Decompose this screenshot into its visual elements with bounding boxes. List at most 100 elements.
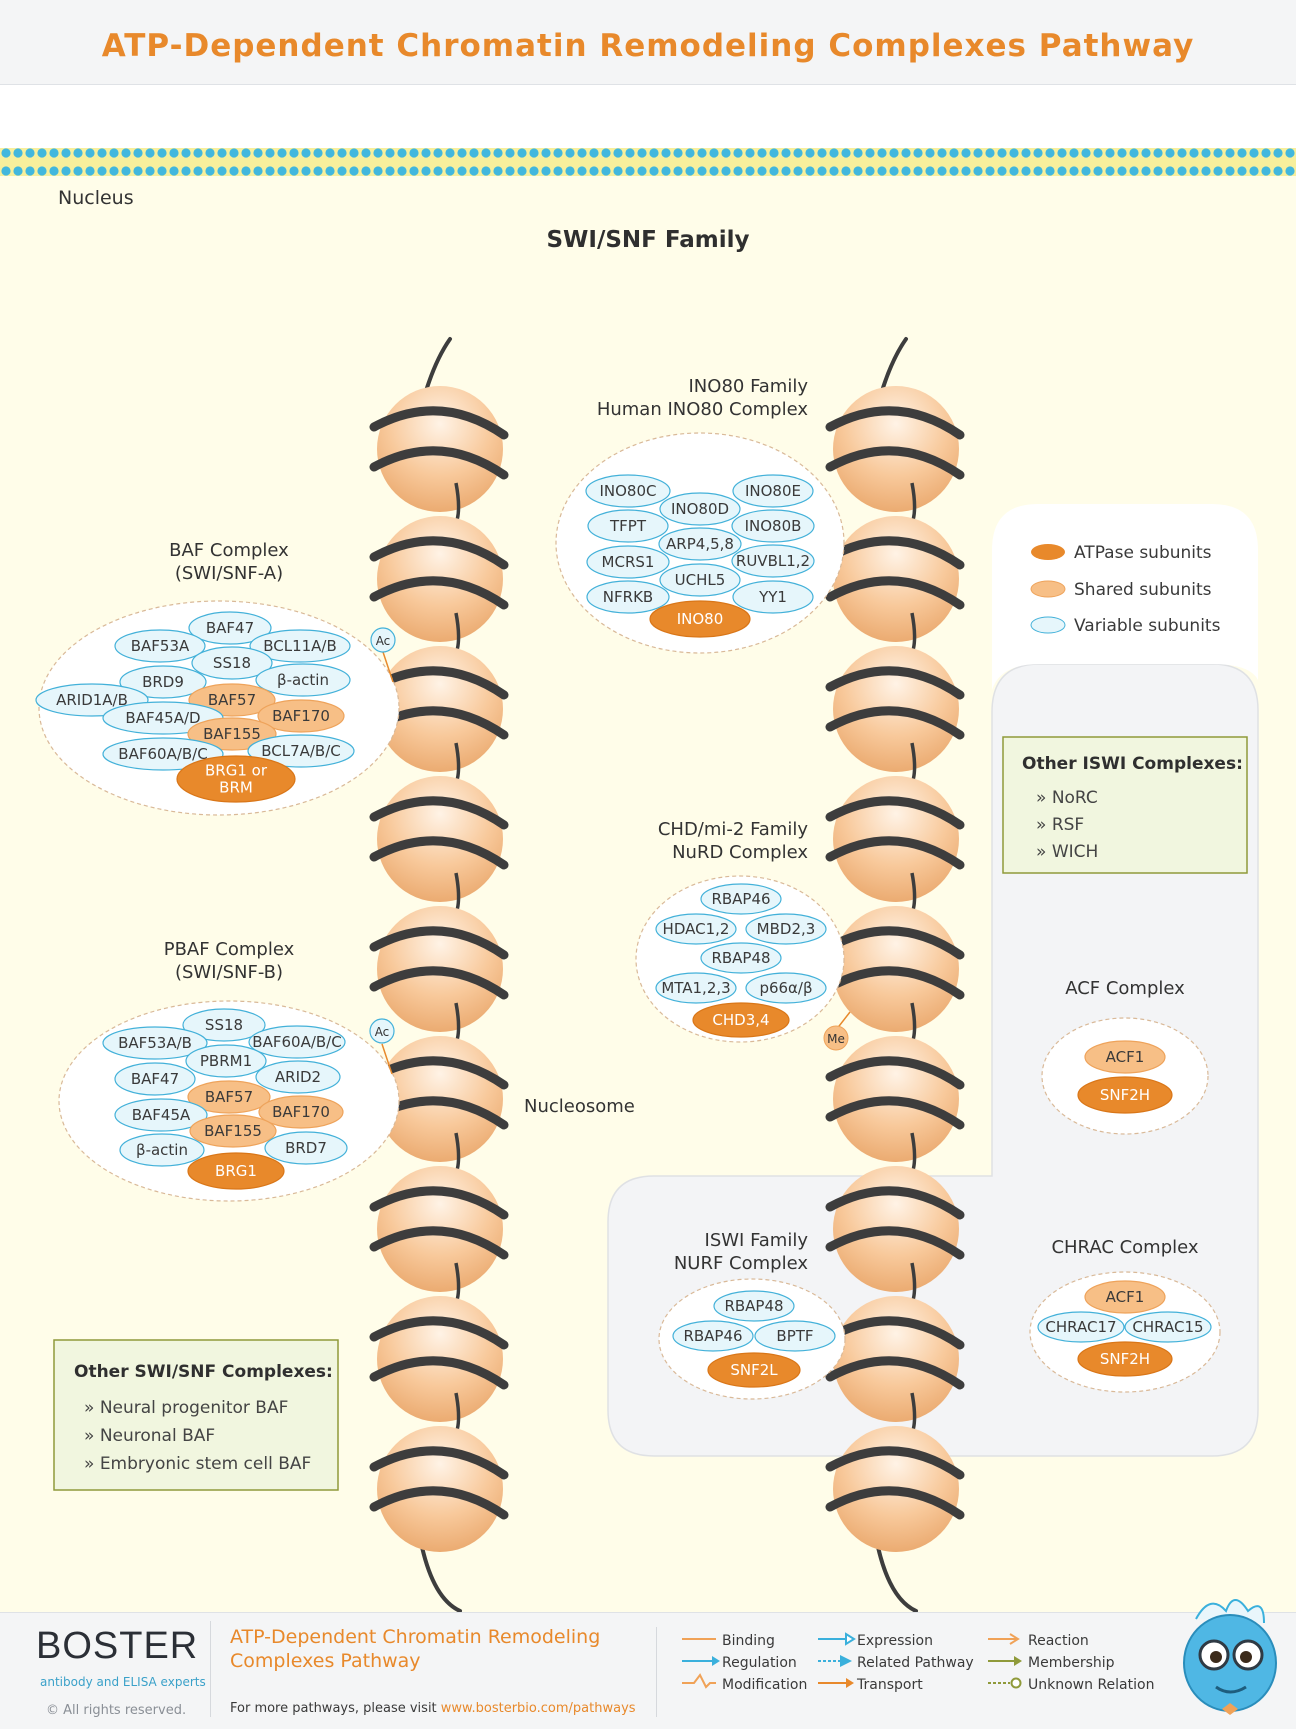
divider xyxy=(656,1627,657,1717)
legend-variable: Variable subunits xyxy=(1074,616,1221,636)
acf-title: ACF Complex xyxy=(1065,978,1185,999)
nurd-subunit-label: p66α/β xyxy=(759,979,812,997)
nurd-subunit-label: MBD2,3 xyxy=(757,920,816,938)
nurd-atpase-label: CHD3,4 xyxy=(712,1011,769,1029)
ino80-atpase: INO80 xyxy=(649,600,751,638)
ino80-subtitle: Human INO80 Complex xyxy=(597,399,809,420)
chrac-shared-subunit-label: ACF1 xyxy=(1106,1288,1145,1306)
nurf-subunit-label: BPTF xyxy=(776,1327,813,1345)
baf-subunit-label: BAF60A/B/C xyxy=(118,745,207,763)
nucleosome xyxy=(825,386,965,512)
other-swisnf-title: Other SWI/SNF Complexes: xyxy=(74,1362,333,1382)
pathways-link[interactable]: www.bosterbio.com/pathways xyxy=(440,1701,636,1716)
nurf-atpase-label: SNF2L xyxy=(730,1361,778,1379)
other-iswi-item: » NoRC xyxy=(1036,788,1098,808)
baf-subunit-label: BAF53A xyxy=(131,637,190,655)
baf-subunit-label: BAF155 xyxy=(203,725,261,743)
baf-subunit-label: BCL7A/B/C xyxy=(261,742,341,760)
divider xyxy=(210,1621,211,1717)
page-title: ATP-Dependent Chromatin Remodeling Compl… xyxy=(101,28,1195,64)
other-swisnf-item: » Neuronal BAF xyxy=(84,1426,215,1446)
legend-label: Modification xyxy=(722,1677,808,1693)
ino80-subunit-label: INO80B xyxy=(745,517,802,535)
nucleosome xyxy=(825,776,965,902)
nurf-atpase: SNF2L xyxy=(707,1352,801,1388)
nurd-subunit-label: MTA1,2,3 xyxy=(661,979,730,997)
pbaf-subunit: BAF47 xyxy=(114,1062,196,1096)
baf-subunit: BAF47 xyxy=(188,611,272,645)
baf-subunit: BCL7A/B/C xyxy=(247,734,355,768)
other-swisnf-box: Other SWI/SNF Complexes: » Neural progen… xyxy=(53,1339,339,1491)
pbaf-subunit-label: BRD7 xyxy=(285,1139,327,1157)
chrac-subunit: CHRAC15 xyxy=(1124,1311,1212,1343)
iswi-title: ISWI Family xyxy=(705,1230,809,1251)
nucleosome xyxy=(825,1036,965,1162)
ino80-subunit-label: NFRKB xyxy=(603,588,653,606)
acf-shared-subunit: ACF1 xyxy=(1084,1040,1166,1074)
nucleosome xyxy=(825,1426,965,1552)
iswi-subtitle: NURF Complex xyxy=(674,1253,809,1274)
other-iswi-item: » WICH xyxy=(1036,842,1098,862)
baf-subunit-label: BAF57 xyxy=(208,691,256,709)
legend-label: Binding xyxy=(722,1633,775,1649)
pbaf-subunit-label: PBRM1 xyxy=(200,1052,252,1070)
nucleosome-label: Nucleosome xyxy=(524,1096,635,1117)
baf-subunit: BAF155 xyxy=(187,717,277,751)
baf-acetylation-tag: Ac xyxy=(376,634,391,648)
nucleosome xyxy=(825,906,965,1032)
pbaf-subunit-label: BAF57 xyxy=(205,1088,253,1106)
nurd-methylation-tag: Me xyxy=(827,1032,845,1046)
pbaf-subunit: SS18 xyxy=(182,1008,266,1042)
acf-atpase-label: SNF2H xyxy=(1100,1086,1150,1104)
chrac-subunit-label: CHRAC15 xyxy=(1132,1318,1203,1336)
arrow-legend xyxy=(682,1632,1022,1689)
baf-subunit: BCL11A/B xyxy=(249,629,351,663)
rights-text: © All rights reserved. xyxy=(46,1703,187,1718)
baf-subunit: BRD9 xyxy=(119,665,207,699)
pbaf-atpase: BRG1 xyxy=(187,1152,285,1190)
nucleosome xyxy=(369,906,509,1032)
legend-label: Reaction xyxy=(1028,1633,1089,1649)
baf-subtitle: (SWI/SNF-A) xyxy=(175,563,283,584)
ino80-subunit-label: TFPT xyxy=(609,517,647,535)
ino80-subunit: ARP4,5,8 xyxy=(658,527,742,561)
chrac-atpase: SNF2H xyxy=(1077,1341,1173,1377)
baf-subunit: BAF60A/B/C xyxy=(102,737,224,771)
boster-logo: BOSTER xyxy=(36,1625,199,1667)
other-swisnf-item: » Embryonic stem cell BAF xyxy=(84,1454,311,1474)
nurd-subunit: MBD2,3 xyxy=(745,913,827,945)
other-iswi-item: » RSF xyxy=(1036,815,1084,835)
nurf-subunit: RBAP48 xyxy=(713,1290,795,1322)
chd-subtitle: NuRD Complex xyxy=(672,842,808,863)
ino80-subunit-label: MCRS1 xyxy=(602,553,655,571)
pbaf-subunit: ARID2 xyxy=(255,1060,341,1094)
ino80-subunit-label: YY1 xyxy=(758,588,787,606)
nucleosome xyxy=(369,1296,509,1422)
pbaf-subunit: BAF57 xyxy=(187,1080,271,1114)
logo-tagline: antibody and ELISA experts xyxy=(40,1675,206,1689)
baf-subunit-label: BAF47 xyxy=(206,619,254,637)
nurd-subunit-label: HDAC1,2 xyxy=(663,920,730,938)
ino80-title: INO80 Family xyxy=(689,376,809,397)
nucleus-label: Nucleus xyxy=(58,187,134,209)
chrac-subunit: CHRAC17 xyxy=(1037,1311,1125,1343)
pathway-diagram: Nucleus SWI/SNF Family ATPase subunits S… xyxy=(0,148,1296,1612)
pbaf-subunit-label: SS18 xyxy=(205,1016,243,1034)
ino80-subunit-label: RUVBL1,2 xyxy=(736,552,810,570)
mascot-icon xyxy=(1183,1599,1277,1715)
nurf-subunit: RBAP46 xyxy=(672,1320,754,1352)
nurd-atpase: CHD3,4 xyxy=(692,1002,790,1038)
ino80-subunit: INO80D xyxy=(659,492,741,526)
pbaf-subunit-label: BAF155 xyxy=(204,1122,262,1140)
pbaf-subunit: BAF170 xyxy=(258,1095,344,1129)
header-bar: ATP-Dependent Chromatin Remodeling Compl… xyxy=(0,0,1296,85)
baf-atpase-label: BRG1 or xyxy=(205,762,268,780)
baf-title: BAF Complex xyxy=(169,540,289,561)
chrac-atpase-label: SNF2H xyxy=(1100,1350,1150,1368)
